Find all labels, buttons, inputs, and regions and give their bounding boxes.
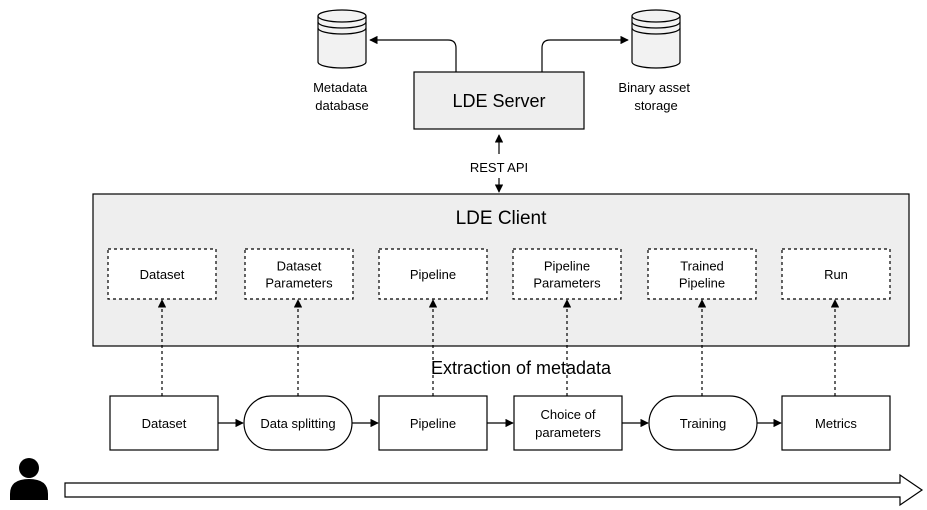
client-entity-box [781,248,891,300]
workflow: Dataset Data splitting Pipeline Choice of pa… [109,395,891,451]
workflow-step: Dataset [109,395,219,451]
client-entity-box [378,248,488,300]
client-entity-box [107,248,217,300]
binary-storage-label: Binary asset storage [618,80,693,113]
workflow-step: Pipeline [378,395,488,451]
timeline-arrow-icon [64,473,924,507]
workflow-step-label: parameters [535,425,601,440]
workflow-step-label: Data splitting [260,416,335,431]
workflow-step-box [109,395,219,451]
client-entity-label: Pipeline [544,259,590,274]
workflow-step-box [378,395,488,451]
server-to-metadata-arrow [369,35,457,72]
workflow-step-box [513,395,623,451]
workflow-step-label: Pipeline [410,416,456,431]
workflow-step-label: Metrics [815,416,857,431]
client-entity-box [244,248,354,300]
workflow-step-label: Training [680,416,726,431]
client-entity-label: Parameters [533,276,601,291]
workflow-step: Training [648,395,758,451]
server-to-storage-arrow [541,35,629,72]
workflow-step: Data splitting [243,395,353,451]
lde-server-box [413,71,585,130]
client-entity: Pipeline [378,248,488,300]
lde-client-box [92,193,910,347]
client-entity: Run [781,248,891,300]
workflow-step: Choice of parameters [513,395,623,451]
client-entity-label: Pipeline [410,267,456,282]
client-entity-label: Run [824,267,848,282]
client-entity-label: Pipeline [679,276,725,291]
client-entity-box [647,248,757,300]
client-entity-label: Dataset [277,259,322,274]
extraction-arrows [157,299,840,396]
client-entity-label: Dataset [140,267,185,282]
client-entity-label: Trained [680,259,724,274]
metadata-database-icon [317,9,367,69]
lde-client-label: LDE Client [456,208,548,229]
workflow-step-box [781,395,891,451]
metadata-database-label: Metadata database [313,80,371,113]
client-entity-box [512,248,622,300]
client-entity: Dataset [107,248,217,300]
extraction-label: Extraction of metadata [431,358,612,378]
lde-server-label: LDE Server [452,91,545,111]
workflow-step-label: Dataset [142,416,187,431]
client-entity-label: Parameters [265,276,333,291]
client-entities: DatasetDatasetParametersPipelinePipeline… [107,248,891,300]
binary-storage-icon [631,9,681,69]
workflow-step: Metrics [781,395,891,451]
user-icon [10,458,48,500]
rest-api-label: REST API [470,160,528,175]
workflow-step-label: Choice of [541,407,596,422]
